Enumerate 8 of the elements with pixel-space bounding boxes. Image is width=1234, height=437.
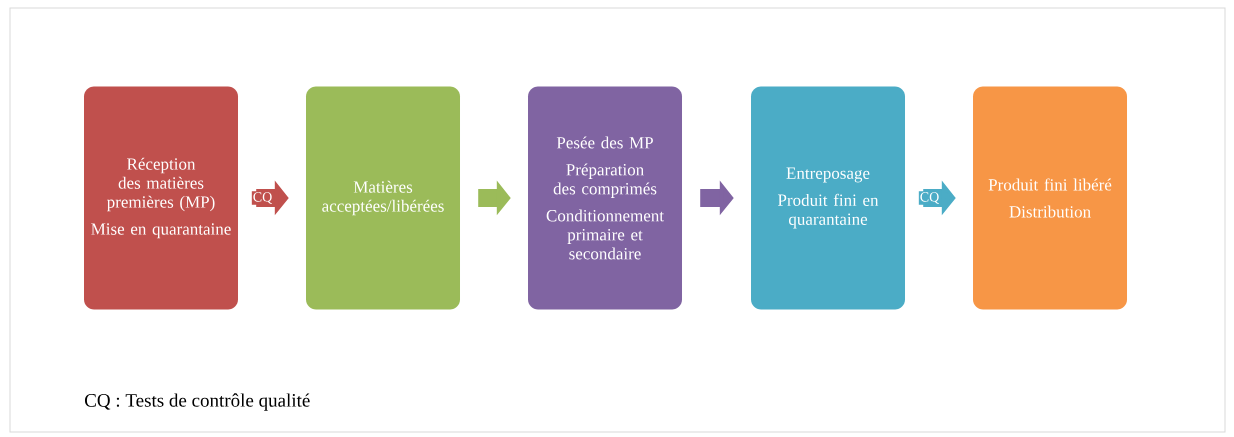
process-box: Entreposage Produit fini en quarantaine	[751, 86, 905, 310]
edge-label: CQ	[918, 191, 941, 205]
process-box: Produit fini libéré Distribution	[973, 86, 1127, 310]
process-box: Réception des matières premières (MP) Mise en quarantaine	[84, 86, 238, 310]
process-box: Matières acceptées/libérées	[306, 86, 460, 310]
process-box: Pesée des MP Préparation des comprimés Conditionnement primaire et secondaire	[528, 86, 682, 310]
edge-label: CQ	[251, 191, 274, 205]
note: CQ : Tests de contrôle qualité	[85, 393, 310, 411]
